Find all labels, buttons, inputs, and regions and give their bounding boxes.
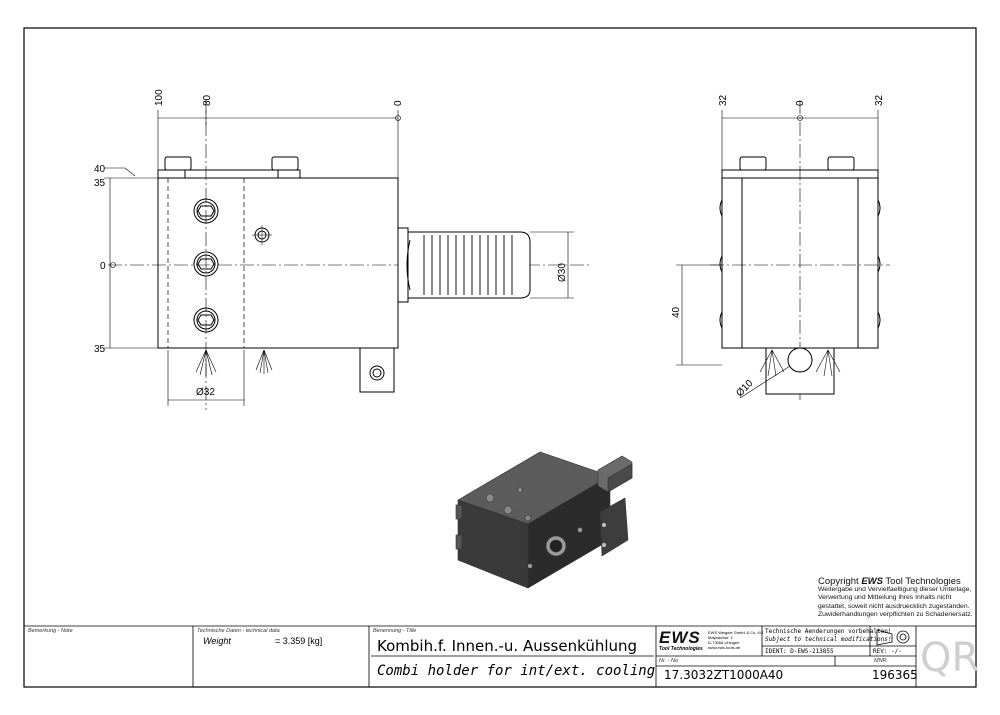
note-label: Bemerkung - Note <box>28 628 73 634</box>
mnr-label: MNR <box>874 658 887 664</box>
title-label: Benennung - Title <box>373 628 417 634</box>
number-label: Nr. - No <box>659 658 679 664</box>
copyright-line: gestattet, soweit nicht ausdruecklich zu… <box>818 602 970 610</box>
ews-logo-text: EWS <box>659 628 701 647</box>
rev-field: REV: -/- <box>873 648 902 655</box>
dim-side-bore: Ø10 <box>734 378 755 399</box>
copyright-brand: EWS <box>861 576 883 587</box>
weight-label: Weight <box>203 636 231 646</box>
company-line: www.ews-tools.de <box>708 645 741 650</box>
dim-front-left-40: 40 <box>94 164 106 175</box>
company-line: Maybachstr. 1 <box>708 635 733 640</box>
title-english: Combi holder for int/ext. cooling <box>377 663 656 679</box>
dim-front-shank: Ø30 <box>557 263 568 282</box>
dim-front-top-100: 100 <box>154 89 165 106</box>
dim-front-left-0: 0 <box>100 261 106 272</box>
tech-data-label: Technische Daten - technical data <box>197 628 280 634</box>
title-block-grid <box>24 625 976 687</box>
company-line: EWS Weigele GmbH & Co. KG <box>708 630 764 635</box>
isometric-view <box>455 451 633 589</box>
ews-logo-sub: Tool Technologies <box>659 646 703 652</box>
weight-value: = 3.359 [kg] <box>275 636 323 646</box>
ident-field: IDENT: D-EWS-213855 <box>765 648 834 655</box>
dim-front-left-35b: 35 <box>94 344 106 355</box>
copyright-heading: Copyright EWS Tool Technologies <box>818 576 974 587</box>
dim-front-top-80: 80 <box>202 94 213 106</box>
sheet-border <box>23 27 977 688</box>
copyright-suffix: Tool Technologies <box>885 576 961 587</box>
copyright-line: Verwertung und Mitteilung ihres Inhalts … <box>818 594 952 602</box>
part-number: 17.3032ZT1000A40 <box>664 668 784 682</box>
dim-front-bore: Ø32 <box>196 387 215 398</box>
company-address: EWS Weigele GmbH & Co. KG Maybachstr. 1 … <box>708 630 763 650</box>
changes-notice-de: Technische Aenderungen vorbehalten! <box>765 628 892 635</box>
front-view <box>104 100 590 410</box>
dim-side-left-40: 40 <box>671 306 682 318</box>
company-line: D-73066 Uhingen <box>708 640 740 645</box>
dim-side-top-32b: 32 <box>874 94 885 106</box>
copyright-prefix: Copyright <box>818 576 859 587</box>
dim-front-top-0: 0 <box>393 100 404 106</box>
copyright-line: Zuwiderhandlungen verpflichten zu Schade… <box>818 610 973 618</box>
changes-notice-en: Subject to technical modifications! <box>765 636 892 643</box>
dim-side-top-32a: 32 <box>718 94 729 106</box>
copyright-line: Weitergabe und Vervielfaeltigung dieser … <box>818 586 972 594</box>
side-view <box>676 100 890 400</box>
qr-placeholder: QR <box>920 635 980 681</box>
dim-front-left-35a: 35 <box>94 178 106 189</box>
copyright-block: Copyright EWS Tool Technologies Weiterga… <box>818 576 974 619</box>
ews-logo: EWS Tool Technologies <box>659 628 705 652</box>
mnr-number: 196365 <box>872 668 918 682</box>
dim-side-top-0: 0 <box>795 100 806 106</box>
title-german: Kombih.f. Innen.-u. Aussenkühlung <box>377 637 638 655</box>
